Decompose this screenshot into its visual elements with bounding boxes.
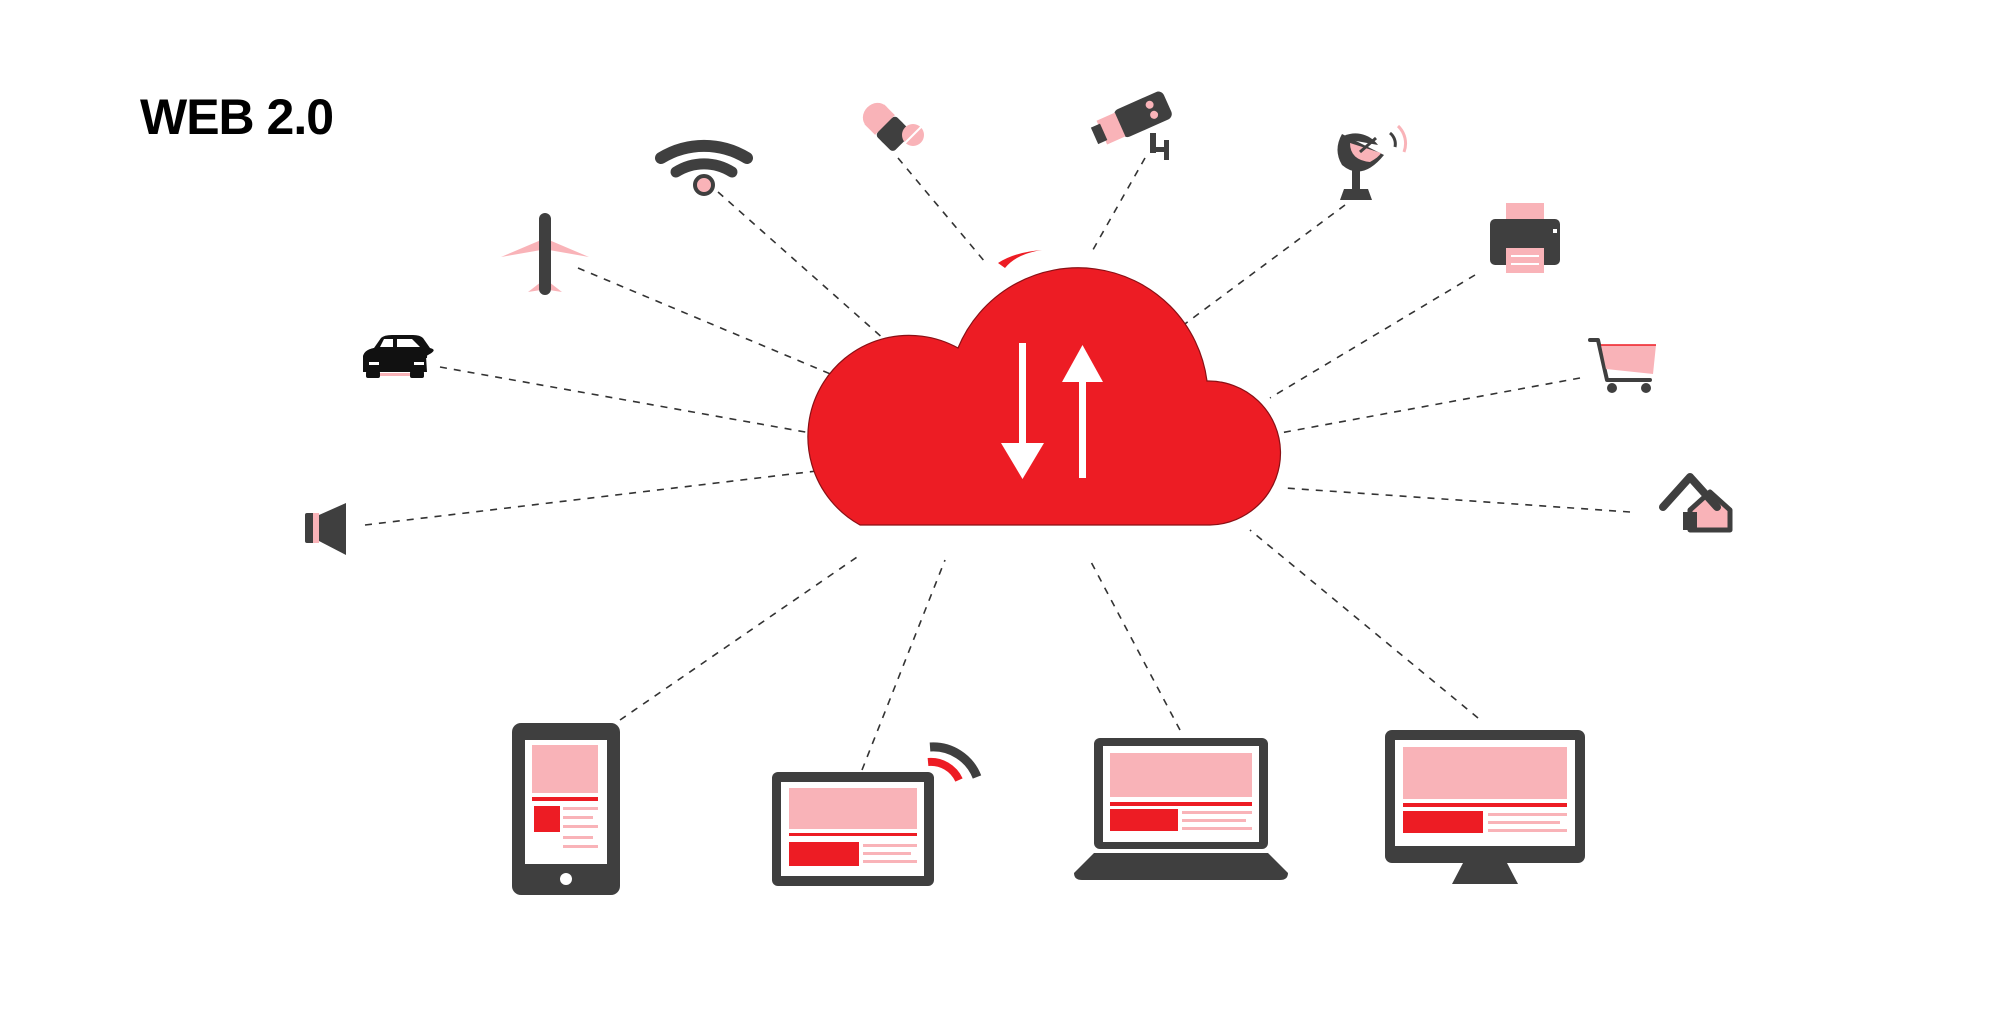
home-icon: [1659, 473, 1733, 533]
laptop-icon: [1074, 738, 1288, 880]
link-laptop: [1089, 559, 1181, 731]
link-smartphone: [619, 554, 861, 721]
speaker-icon: [305, 503, 346, 555]
car-icon: [363, 335, 434, 378]
pill-icon: [862, 102, 924, 151]
printer-icon: [1490, 203, 1560, 273]
smartphone-icon: [512, 723, 620, 895]
link-wifi: [717, 191, 886, 341]
cloud-icon: [807, 250, 1282, 526]
tablet-icon: [772, 742, 982, 886]
page-title: WEB 2.0: [140, 89, 334, 145]
link-satellite: [1169, 204, 1346, 336]
desktop-monitor-icon: [1385, 730, 1585, 884]
upload-download-arrows-icon: [1001, 343, 1103, 479]
airplane-icon: [501, 213, 589, 295]
link-airplane: [577, 267, 841, 379]
link-tablet: [861, 559, 946, 771]
link-car: [439, 366, 823, 436]
connection-lines: [364, 157, 1631, 771]
link-camera: [1089, 157, 1146, 256]
security-camera-icon: [1090, 91, 1172, 160]
shopping-cart-icon: [1588, 338, 1656, 393]
link-speaker: [364, 469, 826, 526]
link-home: [1284, 487, 1631, 513]
link-desktop: [1249, 529, 1479, 719]
link-pill: [897, 157, 986, 263]
satellite-dish-icon: [1337, 124, 1408, 200]
link-printer: [1269, 274, 1476, 399]
link-cart: [1279, 377, 1581, 434]
wifi-icon: [655, 139, 753, 196]
